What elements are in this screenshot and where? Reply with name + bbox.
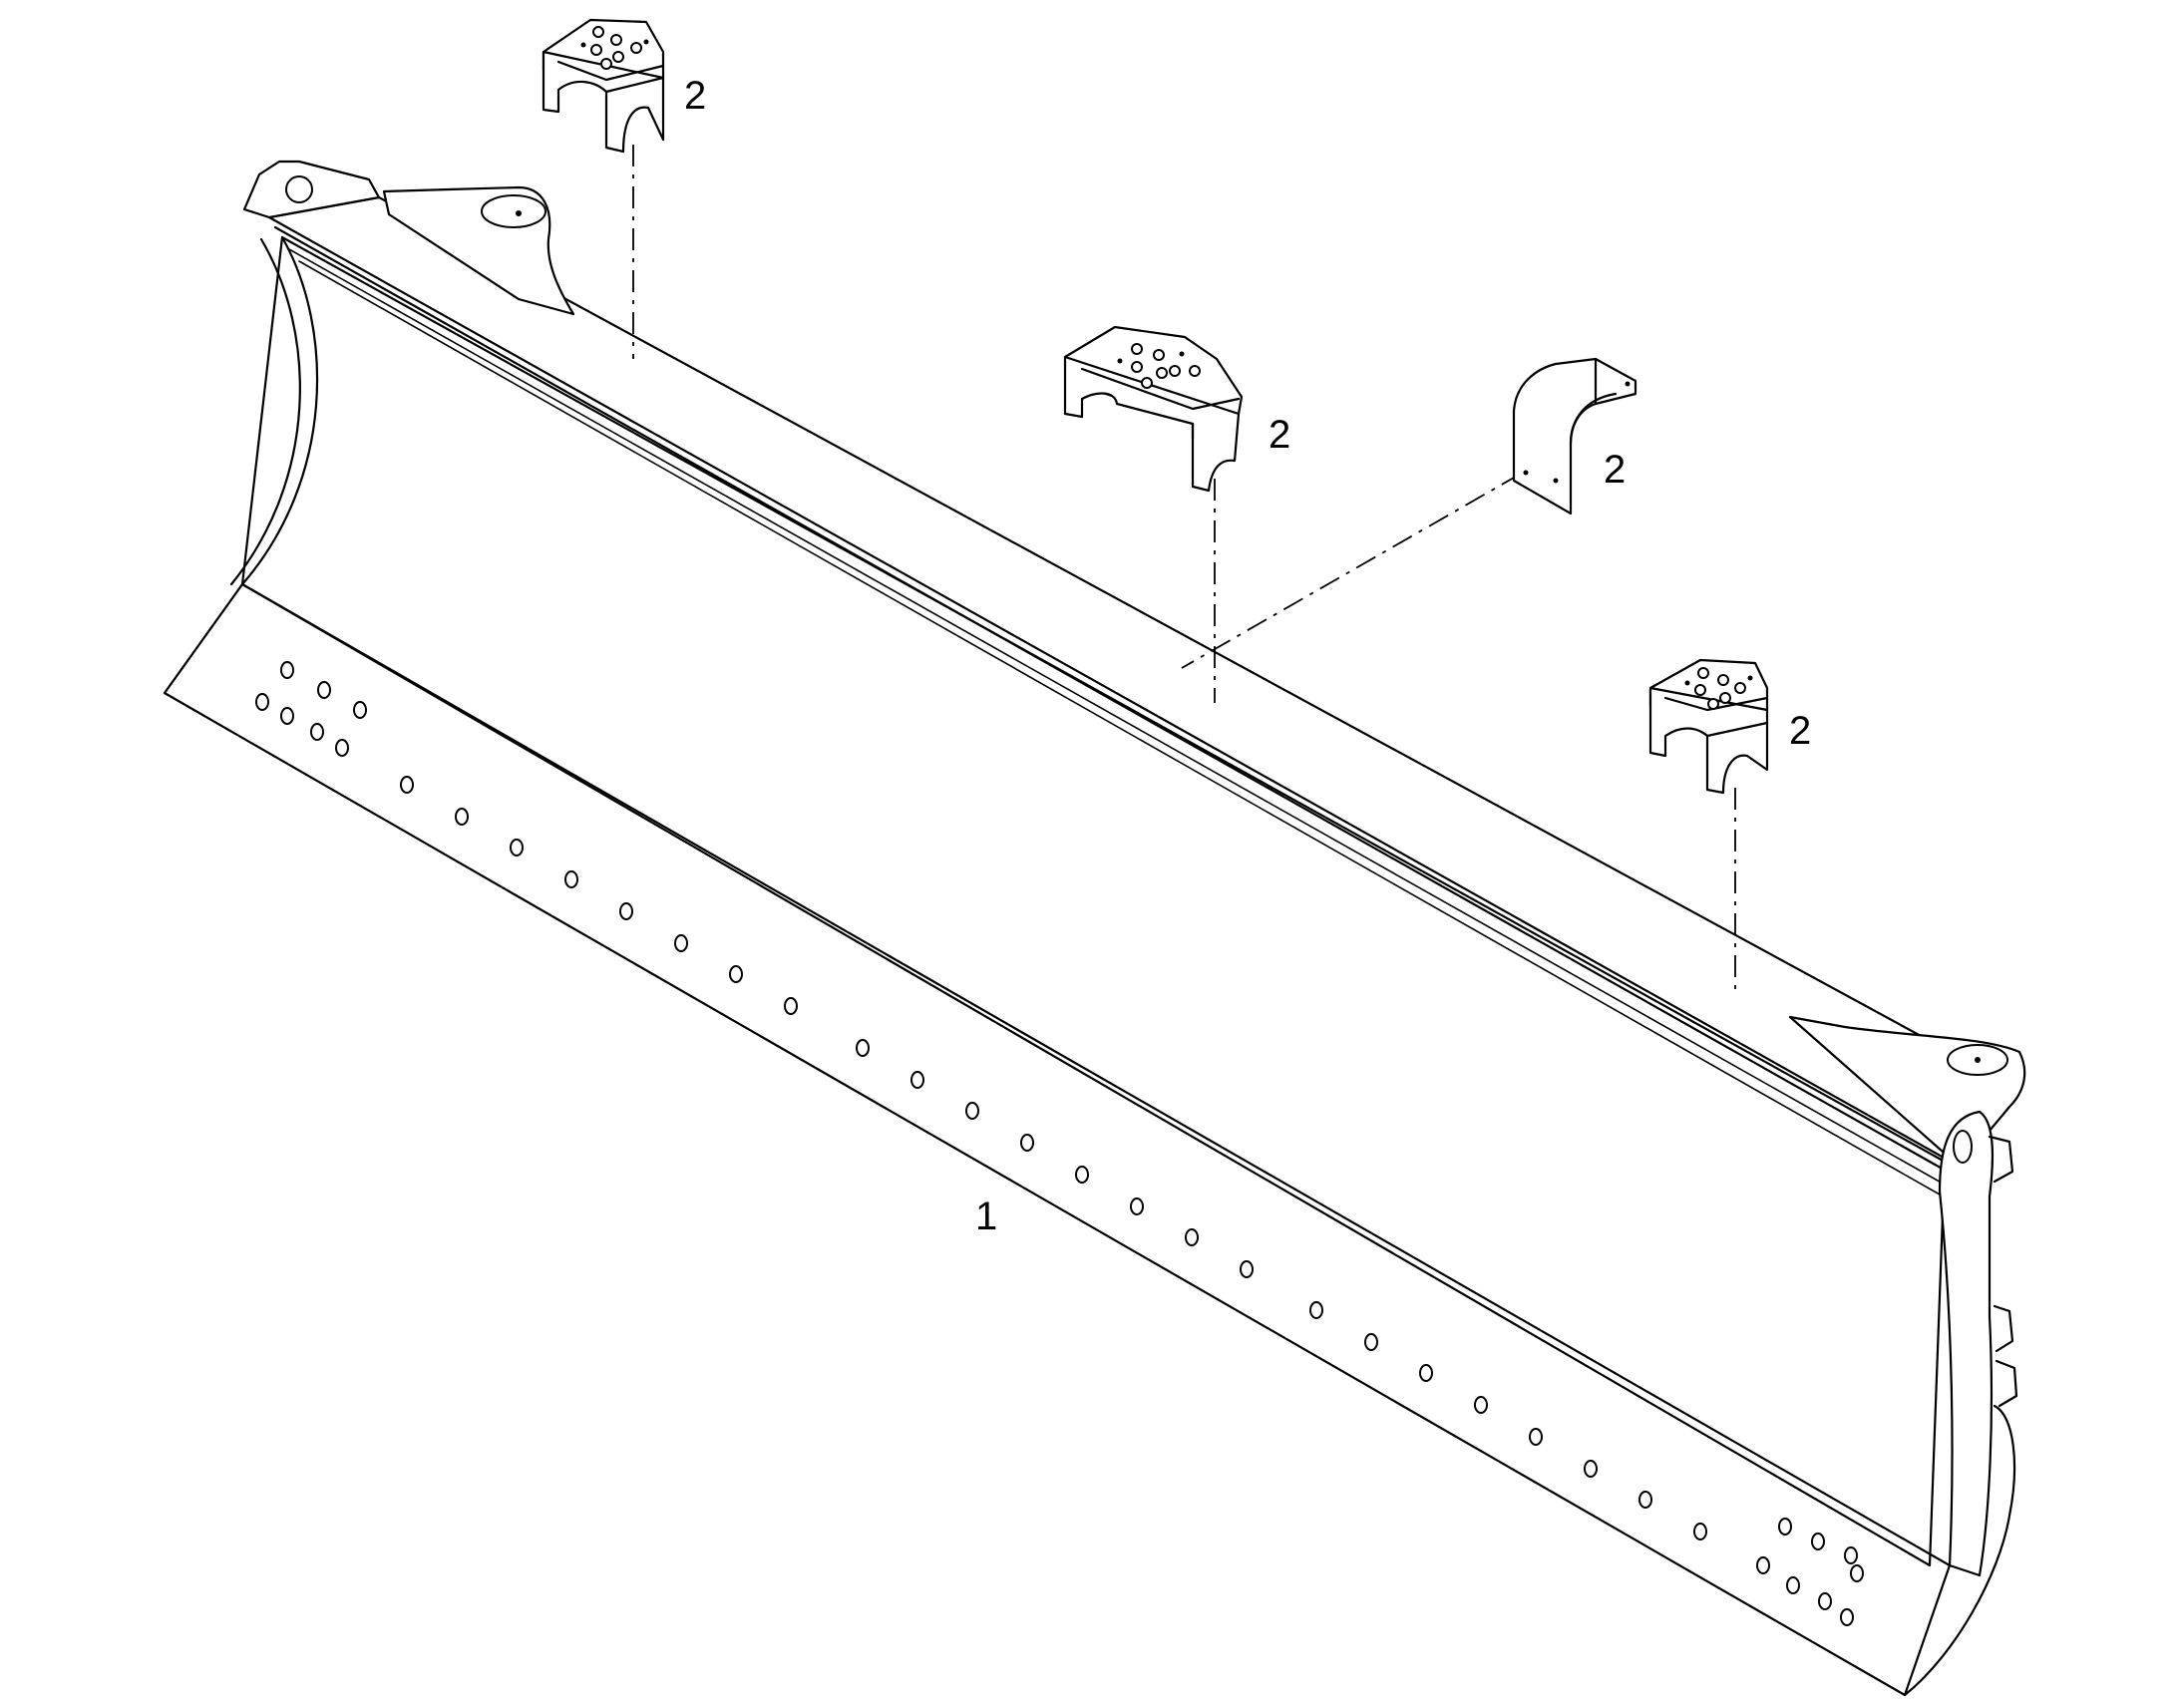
bracket-center <box>1063 325 1244 493</box>
right-bolt-cluster <box>1756 1518 1864 1626</box>
left-bolt-cluster <box>255 661 367 757</box>
left-ear-hole <box>285 175 313 203</box>
leader-lines <box>632 145 1736 997</box>
callout-bracket-right: 2 <box>1789 709 1811 753</box>
callout-bracket-angle: 2 <box>1604 448 1626 492</box>
bracket-top-left <box>542 18 665 154</box>
right-ear-hole <box>1953 1130 1973 1164</box>
bracket-angle <box>1512 357 1637 515</box>
callout-blade: 1 <box>975 1195 997 1238</box>
dozer-blade <box>163 160 2026 1697</box>
callout-bracket-center: 2 <box>1269 413 1290 457</box>
cutting-edge-bolt-row <box>400 776 1707 1540</box>
bracket-right <box>1648 658 1769 795</box>
left-pin-boss <box>481 194 546 228</box>
callout-bracket-top-left: 2 <box>684 74 706 118</box>
